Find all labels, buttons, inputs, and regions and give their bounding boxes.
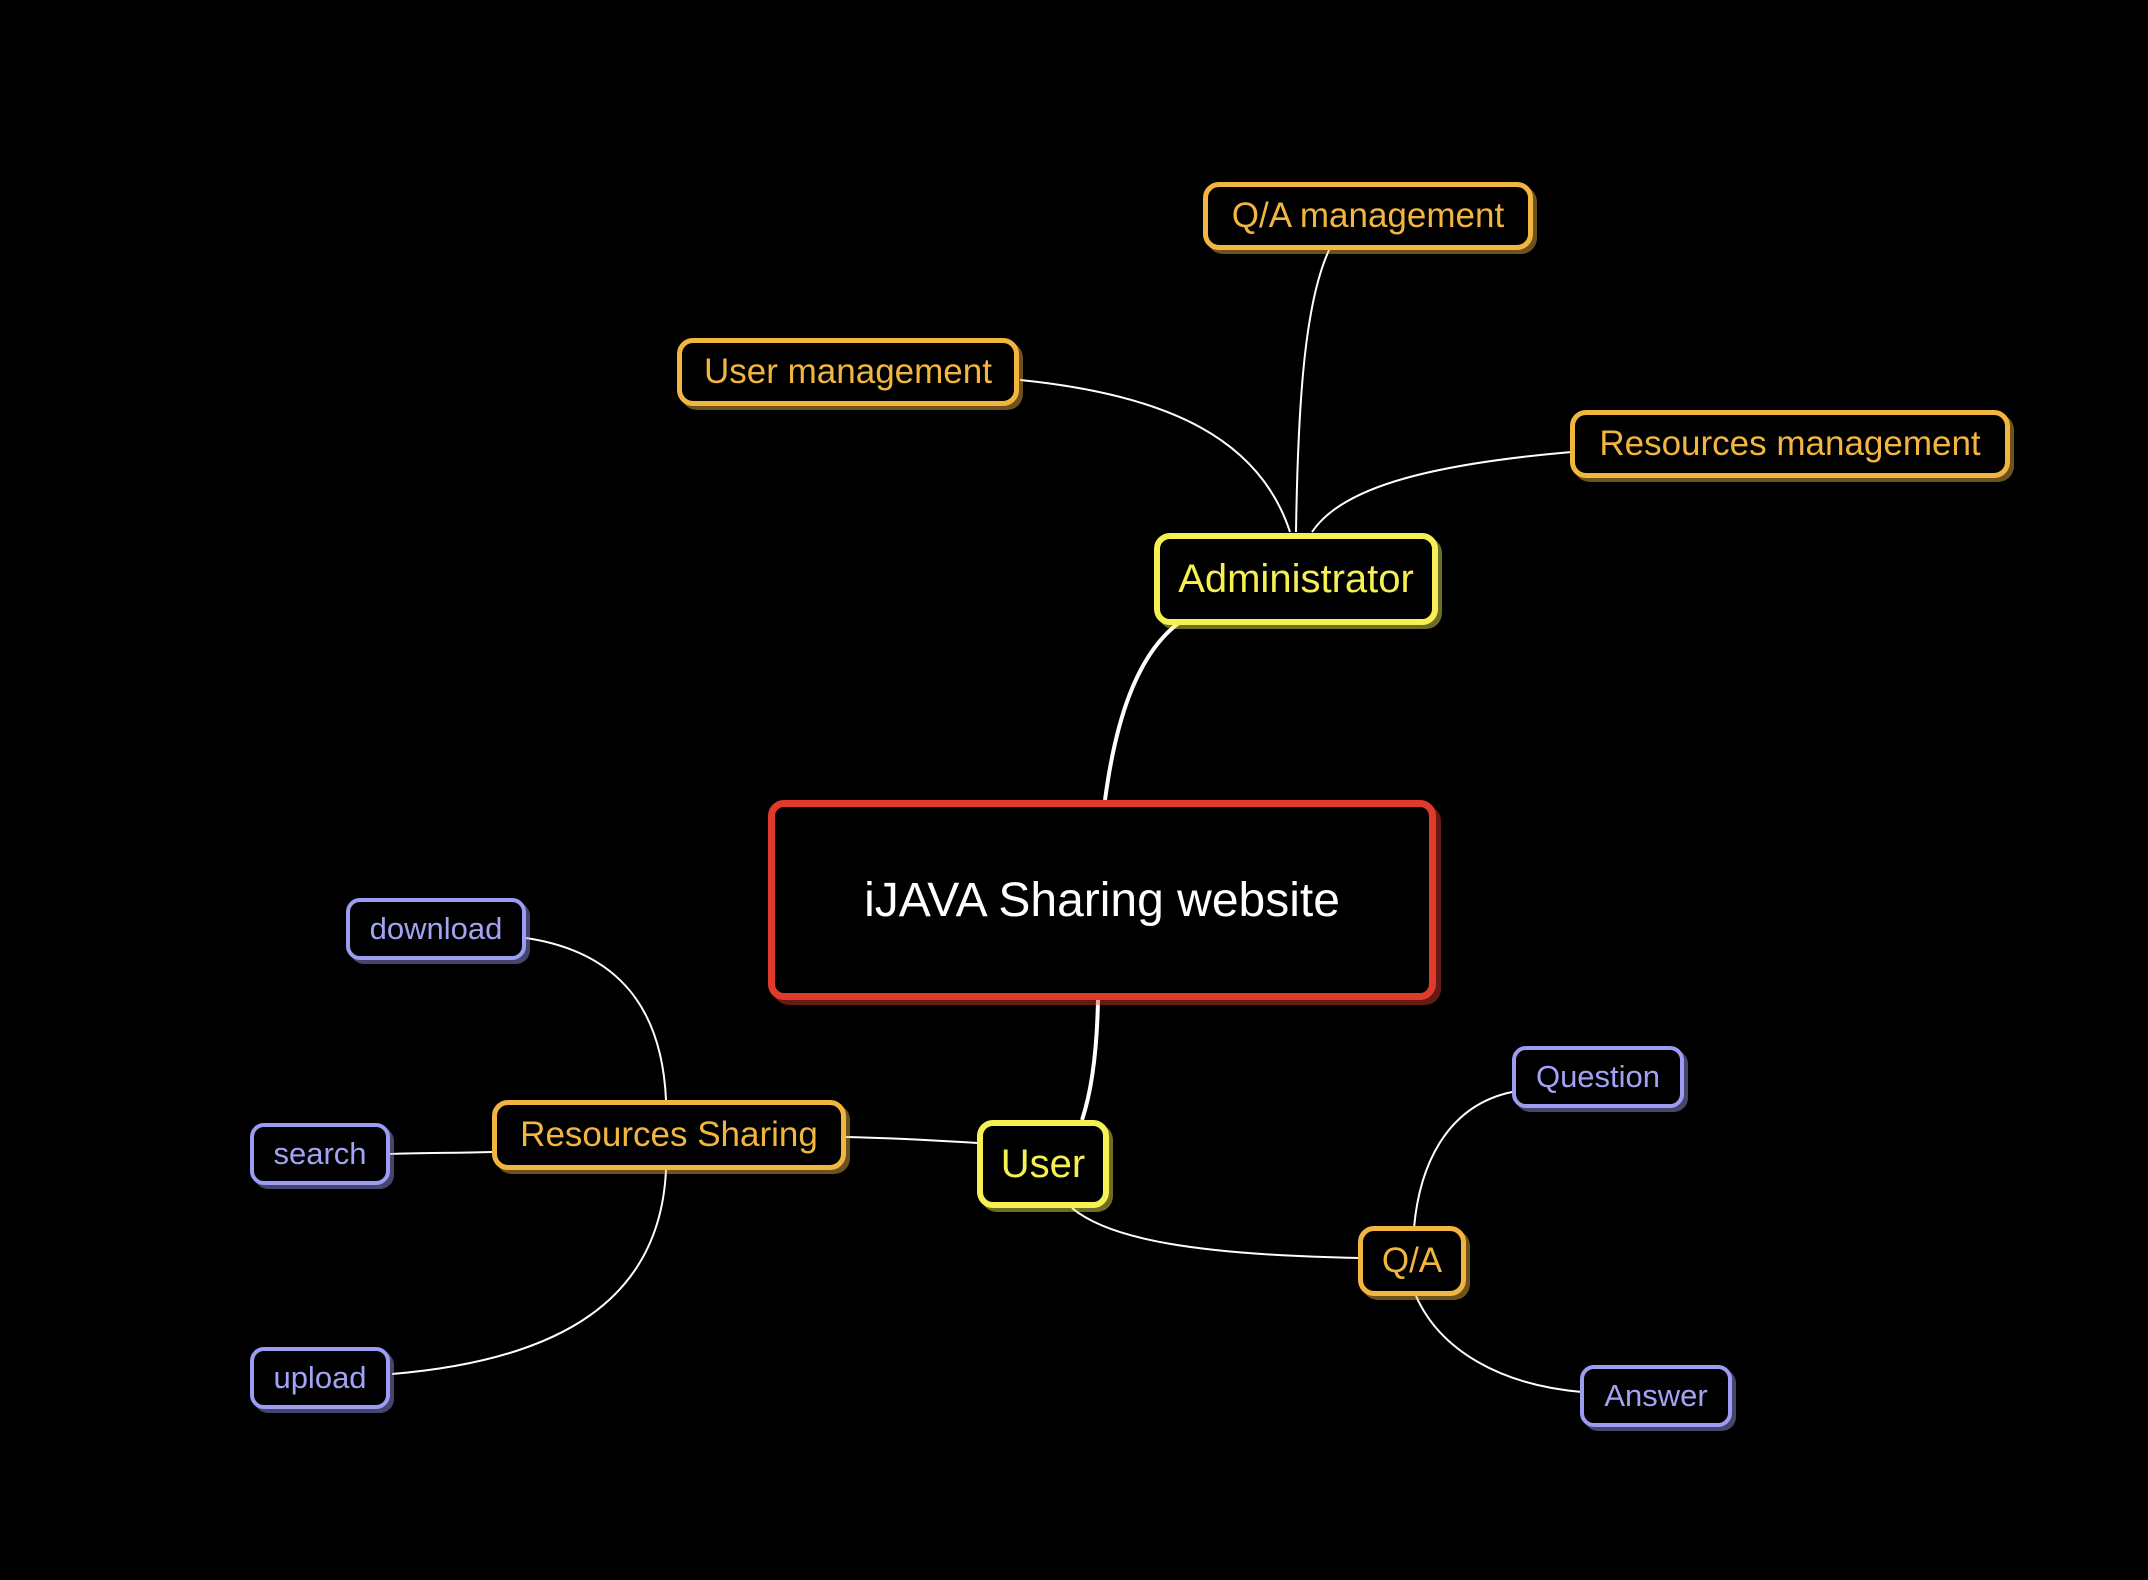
qa-node-label: Q/A	[1381, 1241, 1443, 1280]
resources-management-node-label: Resources management	[1599, 424, 1981, 463]
user-management-node[interactable]: User management	[677, 338, 1019, 406]
resources-management-node[interactable]: Resources management	[1570, 410, 2010, 478]
connector-administrator-user-management	[1019, 379, 1291, 533]
search-node[interactable]: search	[250, 1123, 390, 1185]
connector-root-user	[1080, 999, 1100, 1121]
qa-management-node-label: Q/A management	[1231, 196, 1505, 235]
answer-node-label: Answer	[1604, 1378, 1708, 1413]
qa-management-node[interactable]: Q/A management	[1203, 182, 1533, 250]
upload-node-label: upload	[273, 1360, 367, 1395]
question-node[interactable]: Question	[1512, 1046, 1684, 1108]
connector-resources-sharing-download	[525, 937, 667, 1101]
resources-sharing-node-label: Resources Sharing	[520, 1115, 818, 1154]
administrator-node[interactable]: Administrator	[1154, 533, 1438, 625]
connector-resources-sharing-upload	[391, 1169, 667, 1375]
upload-node[interactable]: upload	[250, 1347, 390, 1409]
connector-administrator-qa-management	[1295, 247, 1331, 533]
download-node-label: download	[369, 911, 503, 946]
administrator-node-label: Administrator	[1178, 556, 1414, 601]
connector-qa-answer	[1415, 1295, 1583, 1393]
user-node-label: User	[1000, 1141, 1086, 1186]
connector-qa-question	[1413, 1091, 1513, 1229]
user-management-node-label: User management	[704, 352, 992, 391]
answer-node[interactable]: Answer	[1580, 1365, 1732, 1427]
download-node[interactable]: download	[346, 898, 526, 960]
root-node-label: iJAVA Sharing website	[864, 873, 1340, 927]
connector-user-resources-sharing	[845, 1136, 979, 1144]
qa-node[interactable]: Q/A	[1358, 1226, 1466, 1296]
resources-sharing-node[interactable]: Resources Sharing	[492, 1100, 846, 1170]
search-node-label: search	[273, 1136, 367, 1171]
user-node[interactable]: User	[977, 1120, 1109, 1208]
connector-resources-sharing-search	[389, 1151, 493, 1155]
question-node-label: Question	[1535, 1059, 1661, 1094]
root-node[interactable]: iJAVA Sharing website	[768, 800, 1436, 1000]
connector-administrator-resources-management	[1311, 451, 1573, 533]
connector-root-administrator	[1103, 620, 1182, 801]
connector-user-qa	[1071, 1207, 1361, 1259]
